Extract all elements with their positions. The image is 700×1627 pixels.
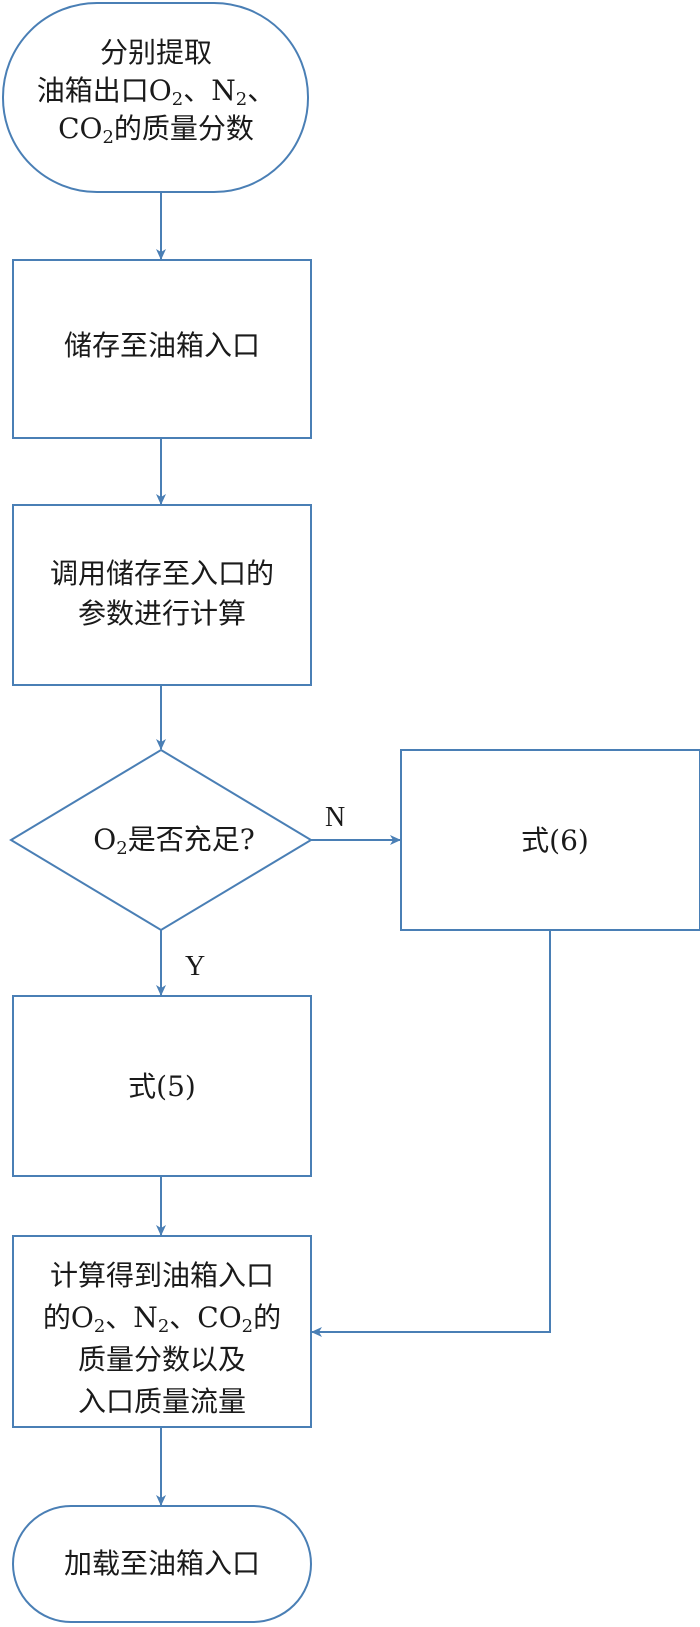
node-text-line: CO2的质量分数 — [58, 112, 254, 148]
text-run: 是否充足? — [128, 823, 255, 856]
text-run: 加载至油箱入口 — [64, 1547, 260, 1580]
eq5-box — [12, 995, 312, 1177]
text-run: 参数进行计算 — [78, 597, 246, 630]
start-terminal — [2, 2, 309, 193]
node-text-line: 储存至油箱入口 — [64, 329, 260, 362]
node-text-line: 式(6) — [521, 824, 589, 857]
node-text-line: 质量分数以及 — [78, 1343, 246, 1376]
end-terminal-text: 加载至油箱入口 — [64, 1547, 260, 1580]
text-run: 、 — [247, 74, 275, 107]
node-text-line: O2是否充足? — [93, 823, 254, 859]
text-run: 、CO — [169, 1301, 241, 1334]
text-run: 储存至油箱入口 — [64, 329, 260, 362]
subscript: 2 — [94, 1316, 105, 1337]
store-box-text: 储存至油箱入口 — [64, 329, 260, 362]
subscript: 2 — [236, 89, 247, 110]
node-text-line: 油箱出口O2、N2、 — [37, 74, 275, 110]
text-run: 的 — [253, 1301, 281, 1334]
eq5-box-text: 式(5) — [128, 1070, 196, 1103]
o2-decision-text: O2是否充足? — [93, 823, 254, 859]
node-text-line: 参数进行计算 — [78, 597, 246, 630]
text-run: 、N — [105, 1301, 158, 1334]
node-text-line: 式(5) — [128, 1070, 196, 1103]
start-terminal-text: 分别提取油箱出口O2、N2、CO2的质量分数 — [37, 36, 275, 148]
text-run: 油箱出口O — [37, 74, 172, 107]
edge-eq6-to-result — [311, 930, 551, 1337]
subscript: 2 — [158, 1316, 169, 1337]
node-text-line: 的O2、N2、CO2的 — [43, 1301, 281, 1337]
text-run: 式(5) — [128, 1070, 196, 1103]
node-text-line: 入口质量流量 — [78, 1385, 246, 1418]
text-run: 的质量分数 — [114, 112, 254, 145]
text-run: 调用储存至入口的 — [50, 557, 274, 590]
text-run: 计算得到油箱入口 — [50, 1259, 274, 1292]
subscript: 2 — [242, 1316, 253, 1337]
call-params-box-text: 调用储存至入口的参数进行计算 — [50, 557, 274, 630]
subscript: 2 — [116, 838, 127, 859]
result-box — [12, 1235, 312, 1428]
text-run: 式(6) — [521, 824, 589, 857]
subscript: 2 — [172, 89, 183, 110]
subscript: 2 — [102, 127, 113, 148]
node-text-line: 加载至油箱入口 — [64, 1547, 260, 1580]
call-params-box — [12, 504, 312, 686]
edge-label-no: N — [325, 802, 345, 833]
text-run: 入口质量流量 — [78, 1385, 246, 1418]
text-run: O — [93, 823, 116, 856]
text-run: 、N — [183, 74, 236, 107]
node-text-line: 计算得到油箱入口 — [50, 1259, 274, 1292]
text-run: CO — [58, 112, 102, 145]
result-box-text: 计算得到油箱入口的O2、N2、CO2的质量分数以及入口质量流量 — [43, 1259, 281, 1418]
text-run: 质量分数以及 — [78, 1343, 246, 1376]
text-run: 分别提取 — [100, 36, 212, 69]
text-run: 的O — [43, 1301, 94, 1334]
eq6-box — [400, 749, 700, 931]
eq6-box-text: 式(6) — [521, 824, 589, 857]
node-text-line: 分别提取 — [100, 36, 212, 69]
node-text-line: 调用储存至入口的 — [50, 557, 274, 590]
end-terminal — [12, 1505, 312, 1623]
edge-label-yes: Y — [185, 951, 205, 982]
